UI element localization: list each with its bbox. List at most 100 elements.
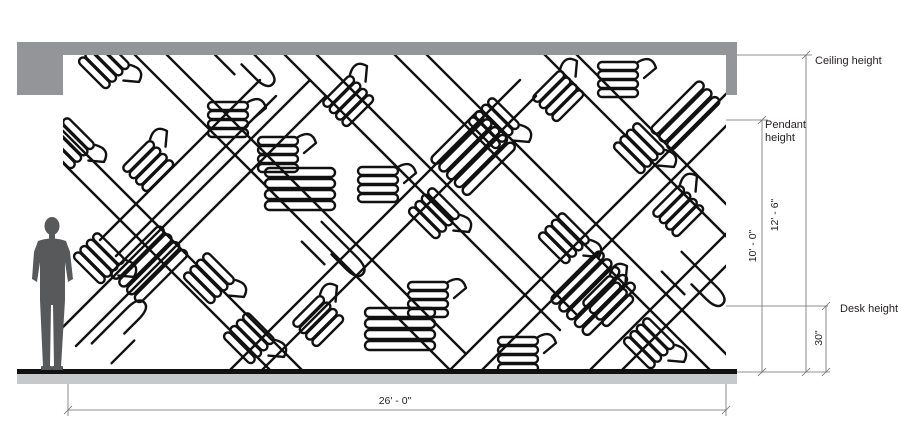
mural-finger	[612, 141, 646, 175]
mural-hand	[652, 172, 705, 238]
mural-finger	[573, 273, 629, 329]
reference-lines	[726, 54, 830, 373]
mural-finger	[263, 166, 337, 179]
mural-thumb	[512, 123, 533, 144]
mural-pointing-hand	[210, 55, 276, 88]
mural-finger	[125, 240, 181, 296]
mural-open-hand	[363, 306, 437, 352]
ceiling-dimension	[801, 50, 811, 377]
mural-finger	[537, 231, 571, 265]
mural-hand	[622, 317, 688, 369]
mural-arm-edge	[621, 264, 726, 369]
person-silhouette-icon	[32, 217, 73, 370]
mural-finger	[77, 56, 111, 90]
mural-thumb	[452, 213, 473, 234]
mural-hand	[532, 57, 585, 123]
mural-thumb	[348, 62, 369, 83]
mural-finger-outline	[660, 250, 726, 308]
mural-finger	[222, 331, 256, 365]
mural-finger	[363, 339, 437, 352]
mural-finger	[63, 136, 76, 170]
mural-arm-edge	[589, 232, 726, 369]
ceiling-height-label: Ceiling height	[815, 55, 882, 67]
mural-finger	[311, 314, 345, 348]
mural-arm-edge	[114, 94, 278, 258]
mural-thumb	[446, 277, 468, 300]
mural-pointing-hand	[90, 299, 148, 365]
mural-finger	[63, 129, 83, 163]
mural-finger-outline	[90, 299, 148, 365]
mural-thumb	[267, 338, 288, 359]
mural-finger	[453, 133, 509, 189]
hands-mural	[63, 55, 726, 369]
desk-height-label: Desk height	[840, 303, 898, 315]
mural-hand	[292, 282, 345, 348]
mural-open-hand	[430, 110, 517, 197]
mural-finger	[438, 118, 493, 173]
mural-hand	[222, 312, 288, 365]
mural-thumb	[636, 57, 658, 80]
mural-thumb	[396, 162, 418, 185]
mural-finger	[110, 225, 165, 280]
mural-thumb	[227, 278, 248, 299]
mural-finger	[118, 233, 173, 288]
width-dimension-label: 26' - 0"	[379, 395, 412, 407]
mural-finger	[551, 89, 585, 123]
floor	[17, 369, 737, 384]
mural-finger	[596, 87, 640, 99]
mural-finger	[581, 281, 637, 337]
mural-finger	[430, 110, 485, 165]
mural-finger	[363, 306, 437, 319]
mural-hand	[122, 127, 175, 193]
mural-finger	[445, 125, 501, 181]
mural-open-hand	[650, 80, 721, 151]
mural-finger	[263, 199, 337, 212]
mural-finger	[665, 95, 721, 151]
mural-finger	[72, 251, 106, 285]
mural-hand	[612, 122, 678, 175]
mural-hand	[496, 332, 558, 369]
pendant-dimension-label: 10' - 0"	[747, 229, 759, 262]
mural-hand	[407, 187, 473, 240]
mural-finger-outline	[210, 55, 276, 88]
mural-arm-edge	[449, 92, 726, 369]
mural-finger	[263, 188, 337, 201]
mural-finger	[461, 141, 517, 197]
mural-arm-edge	[63, 78, 312, 329]
mural-arm-edge	[98, 78, 262, 242]
mural-hand	[596, 57, 658, 99]
mural-finger	[565, 265, 621, 321]
mural-thumb	[678, 172, 699, 193]
ceiling-dimension-label: 12' - 6"	[769, 198, 781, 231]
mural-finger	[206, 127, 250, 139]
desk-dimension-label: 30"	[813, 330, 825, 346]
mural-finger	[496, 362, 540, 369]
width-dimension	[63, 384, 731, 416]
mural-thumb	[148, 127, 169, 148]
mural-hand	[322, 62, 375, 128]
mural-finger	[650, 80, 705, 135]
mural-thumb	[536, 332, 558, 355]
pendant-height-label-line1: Pendant	[765, 119, 806, 131]
mural-hand	[182, 252, 248, 305]
mural-arm-edge	[133, 55, 451, 369]
mural-finger	[363, 328, 437, 341]
mural-thumb	[246, 97, 268, 120]
mural-hand	[63, 117, 108, 170]
mural-open-hand	[550, 250, 637, 337]
mural-thumb	[122, 63, 143, 84]
mural-thumb	[296, 132, 318, 155]
mural-arm-edge	[393, 55, 711, 369]
desk-dimension	[821, 301, 831, 377]
mural-finger	[658, 88, 713, 143]
mural-hand	[406, 277, 468, 319]
mural-finger	[182, 271, 216, 305]
mural-pointing-hand	[300, 220, 366, 278]
mural-arm-edge	[63, 161, 271, 369]
mural-arm-edge	[425, 55, 726, 356]
mural-hand	[256, 132, 318, 174]
mural-arm-edge	[481, 124, 726, 369]
mural-thumb	[318, 282, 339, 303]
mural-open-hand	[263, 166, 337, 212]
